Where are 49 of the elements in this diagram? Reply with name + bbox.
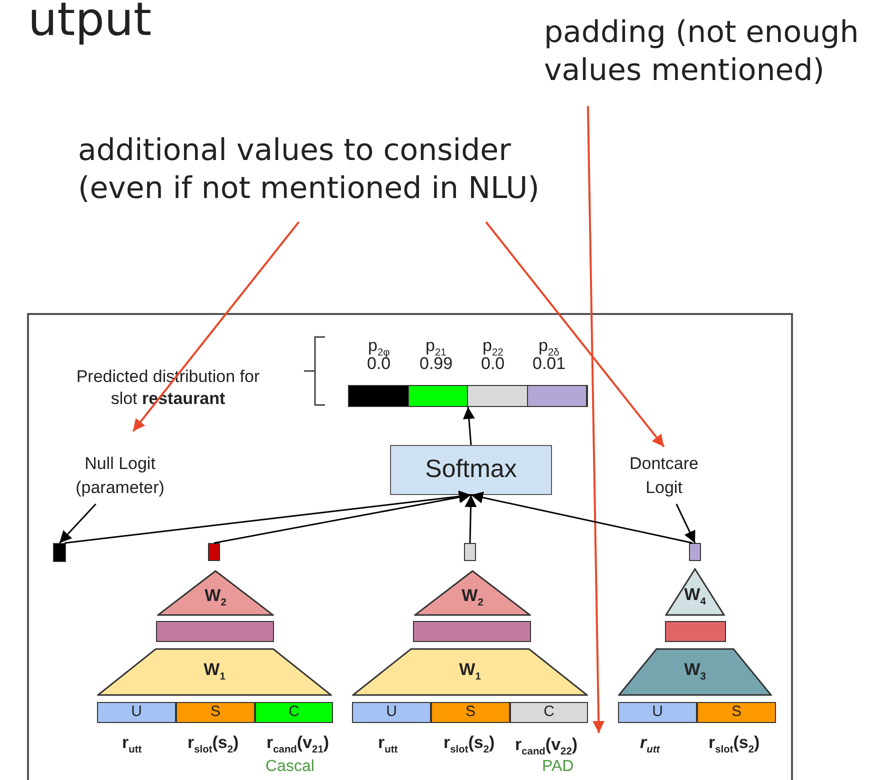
input-segment: U (618, 702, 697, 723)
arrow (462, 406, 475, 446)
input-segment: S (697, 702, 776, 723)
input-label: r$_{cand}$(v$_{21}$) (266, 733, 330, 756)
layer-triangle: W$_{4}$ (665, 568, 725, 616)
distribution-bar (348, 385, 588, 407)
annotation-text: additional values to consider (even if not mentioned in NLU) (78, 132, 558, 222)
input-label: r$_{slot}$(s$_{2}$) (188, 733, 239, 756)
input-segment: U (97, 702, 176, 723)
arrow (464, 494, 477, 544)
input-label: r$_{utt}$ (640, 733, 660, 756)
hidden-layer-bar (156, 621, 274, 642)
layer-trapezoid: W$_{3}$ (618, 648, 772, 696)
input-segment: C (510, 702, 588, 723)
hidden-layer-bar (413, 621, 531, 642)
input-label: r$_{utt}$ (378, 733, 398, 756)
input-segment: S (431, 702, 510, 723)
softmax-box: Softmax (390, 445, 552, 495)
hidden-layer-bar (665, 621, 726, 642)
annotation-arrow (132, 221, 300, 432)
input-segment: U (352, 702, 431, 723)
layer-trapezoid: W$_{1}$ (352, 648, 588, 696)
figure-frame (27, 313, 793, 780)
logit-square (464, 543, 476, 561)
layer-trapezoid: W$_{1}$ (97, 648, 332, 696)
annotation-arrow (586, 106, 605, 734)
layer-triangle: W$_{2}$ (414, 570, 531, 616)
logit-square (208, 543, 220, 561)
input-segment: C (255, 702, 333, 723)
input-label: r$_{slot}$(s$_{2}$) (444, 733, 495, 756)
input-label: r$_{cand}$(v$_{22}$) (507, 733, 615, 761)
caption-text: PAD (542, 758, 574, 776)
arrow (470, 492, 693, 544)
layer-triangle: W$_{2}$ (157, 570, 274, 616)
arrow (58, 503, 96, 544)
arrow (214, 491, 472, 544)
logit-square (689, 543, 701, 561)
annotation-arrow (485, 221, 665, 448)
logit-square (53, 543, 66, 562)
input-label: r$_{utt}$ (122, 733, 142, 756)
arrow (676, 504, 696, 544)
caption-text: Cascal (266, 758, 314, 776)
annotation-text: padding (not enough values mentioned) (544, 14, 882, 106)
slide-title: utput (28, 0, 152, 46)
logit-label: Null Logit (parameter) (55, 452, 185, 504)
input-segment: S (176, 702, 255, 723)
input-label: r$_{slot}$(s$_{2}$) (708, 733, 760, 756)
arrow (64, 490, 472, 544)
logit-label: Dontcare Logit (609, 452, 719, 504)
